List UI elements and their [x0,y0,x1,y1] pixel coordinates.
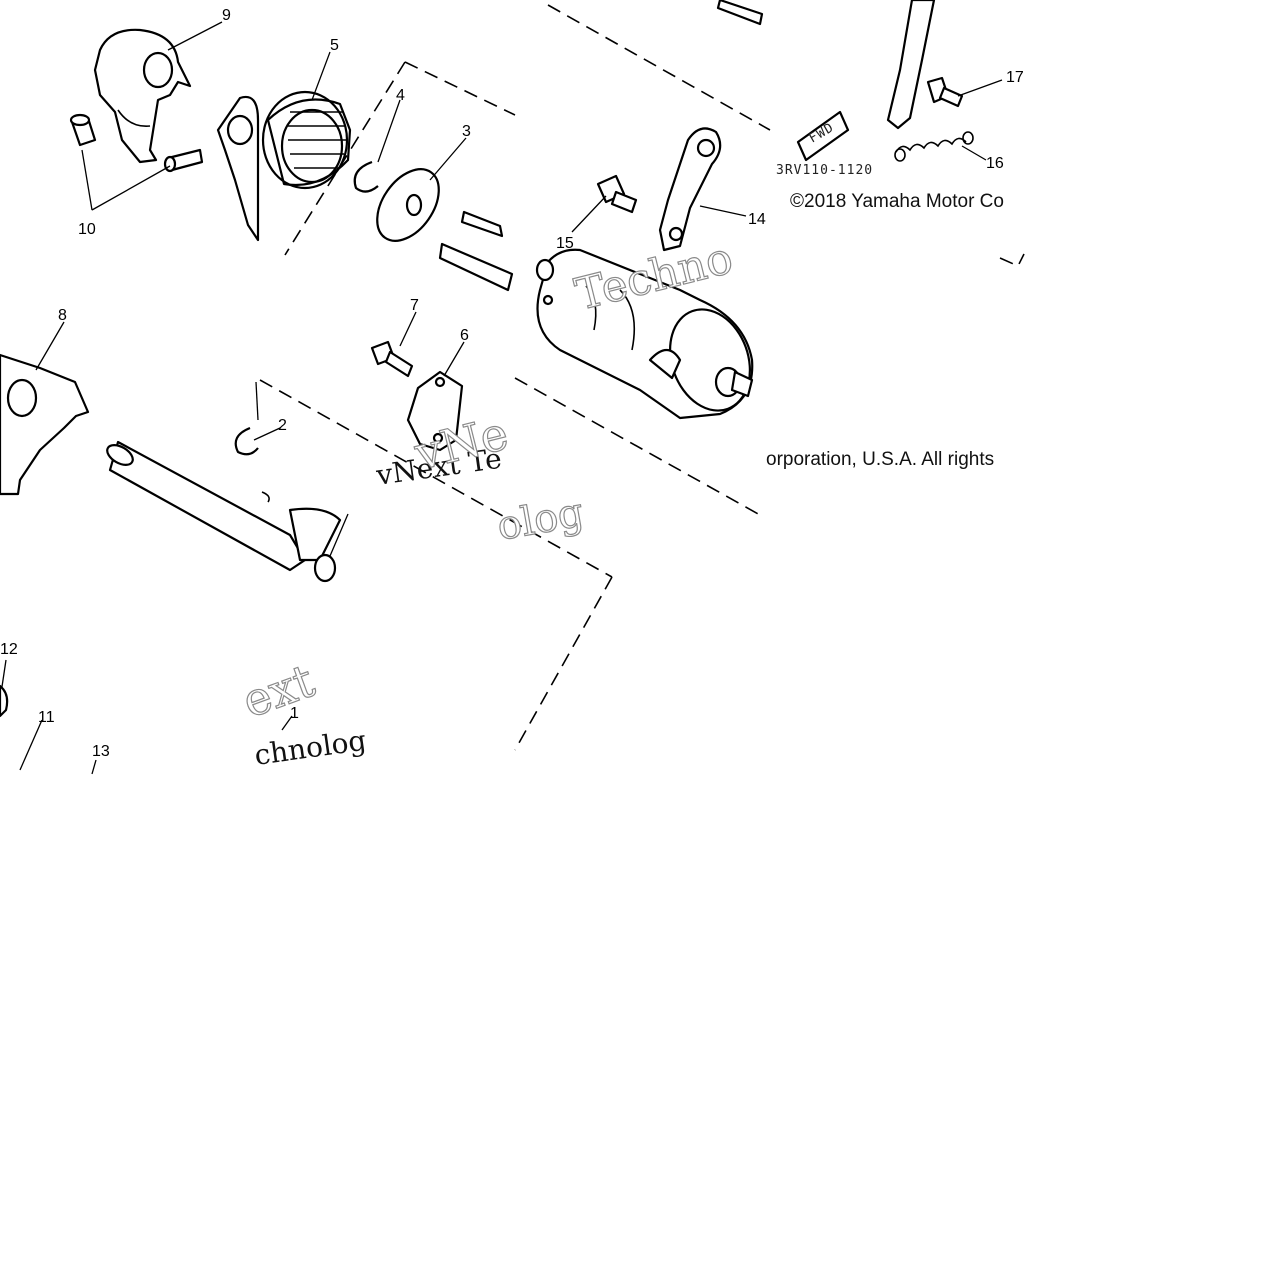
callout-7: 7 [410,297,419,314]
watermark-fragment-logo: olog [494,490,587,550]
copyright-line-2: orporation, U.S.A. All rights [766,449,994,470]
watermark-text-b: chnolog [252,724,368,772]
callout-8: 8 [58,307,67,324]
part-5-needle-bearing [261,90,352,190]
shift-pedal-arm [886,0,936,130]
part-14-shift-lever [658,127,722,252]
copyright-line-1: ©2018 Yamaha Motor Co [790,191,1004,212]
shift-drum [535,248,754,420]
callout-4: 4 [396,87,405,104]
callout-13: 13 [92,743,110,760]
callout-11: 11 [38,709,55,726]
callout-17: 17 [1006,69,1024,86]
part-8-shift-fork [0,353,90,496]
callout-14: 14 [748,211,766,228]
callout-15: 15 [556,235,574,252]
part-2-circlip [234,426,270,503]
part-15-bolt [596,174,638,214]
part-6-stopper-plate [406,370,464,452]
part-1-shift-shaft [106,440,342,572]
guide-pins [438,210,514,292]
callout-16: 16 [986,155,1004,172]
part-12-fragment [0,684,9,718]
part-7-bolt [370,340,414,378]
leader-lines [0,21,1003,775]
callout-5: 5 [330,37,339,54]
callout-2: 2 [278,417,287,434]
fwd-direction-badge: FWD [796,110,850,162]
diagram-code: 3RV110-1120 [776,163,873,178]
part-4-circlip [353,160,379,193]
part-17-bolt [926,76,964,108]
o-ring [313,553,337,583]
callout-3: 3 [462,123,471,140]
watermark-fragment-ext: ext [235,653,321,728]
part-9-shift-fork [93,28,192,164]
callout-10: 10 [78,221,96,238]
callout-1: 1 [290,705,299,722]
part-3-washer [376,168,440,242]
callout-9: 9 [222,7,231,24]
shift-fork-fragment [216,95,260,242]
callout-6: 6 [460,327,469,344]
part-16-spring [894,131,974,162]
callout-12: 12 [0,641,18,658]
top-pins [716,0,764,26]
callout-numbers: 9 5 4 3 10 8 2 7 6 15 14 17 16 12 11 13 … [0,7,1024,760]
